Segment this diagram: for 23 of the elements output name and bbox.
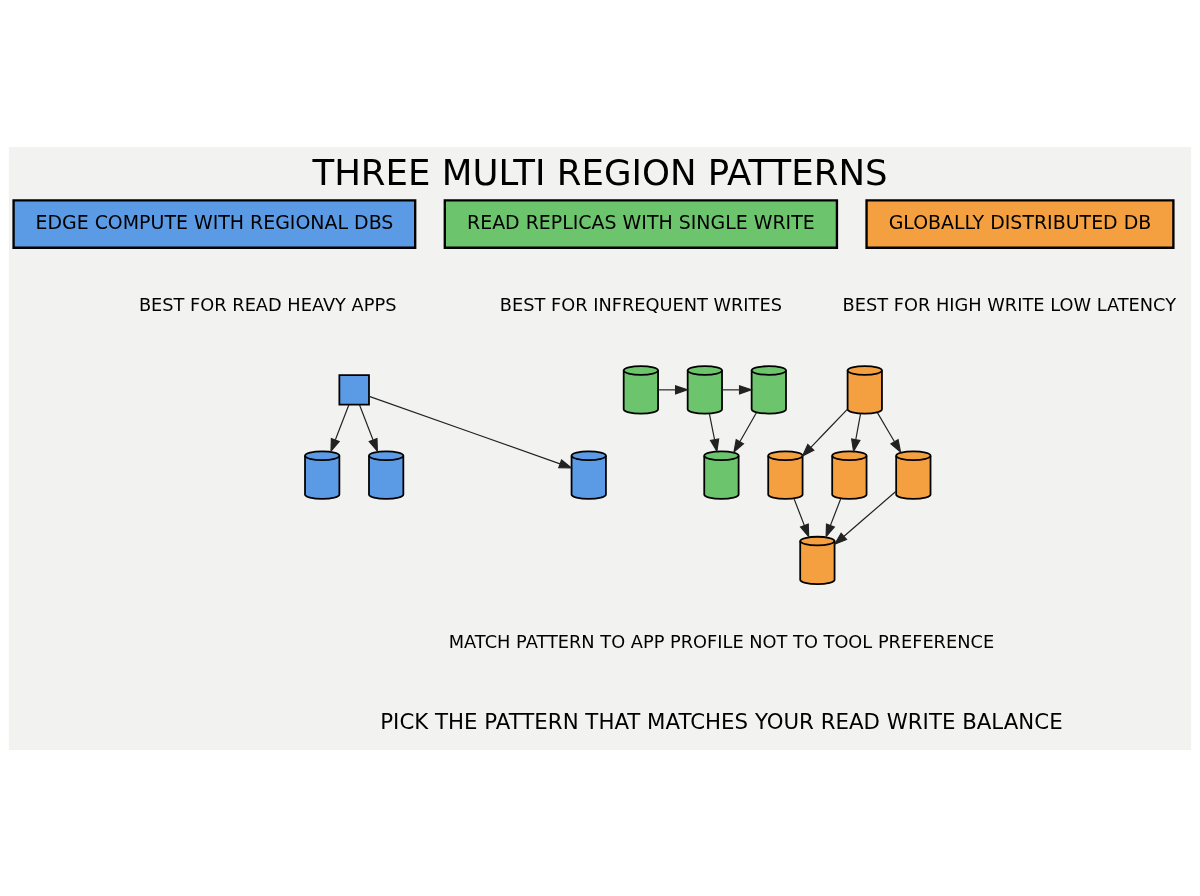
node-box: GLOBALLY DISTRIBUTED DB bbox=[865, 198, 1175, 249]
label: BEST FOR HIGH WRITE LOW LATENCY bbox=[842, 294, 1177, 315]
arrow bbox=[876, 411, 902, 454]
arrow bbox=[801, 407, 849, 457]
arrow bbox=[330, 403, 350, 453]
arrow bbox=[657, 384, 690, 395]
node-box: EDGE COMPUTE WITH REGIONAL DBS bbox=[12, 198, 417, 249]
arrow bbox=[368, 395, 574, 468]
label: BEST FOR READ HEAVY APPS bbox=[138, 294, 397, 315]
node-box bbox=[338, 373, 370, 406]
arrow bbox=[358, 403, 379, 453]
caption: PICK THE PATTERN THAT MATCHES YOUR READ WRITE BALANCE bbox=[380, 708, 1063, 734]
arrow bbox=[708, 412, 720, 453]
label: BEST FOR INFREQUENT WRITES bbox=[499, 294, 782, 315]
arrow bbox=[850, 412, 862, 453]
arrow bbox=[833, 490, 897, 545]
arrow bbox=[793, 497, 810, 538]
arrow bbox=[721, 384, 754, 395]
arrow bbox=[733, 411, 757, 454]
arrow bbox=[825, 497, 842, 538]
label: MATCH PATTERN TO APP PROFILE NOT TO TOOL PREFERENCE bbox=[448, 631, 995, 652]
diagram-title: THREE MULTI REGION PATTERNS bbox=[312, 151, 888, 193]
node-box: READ REPLICAS WITH SINGLE WRITE bbox=[443, 198, 839, 249]
